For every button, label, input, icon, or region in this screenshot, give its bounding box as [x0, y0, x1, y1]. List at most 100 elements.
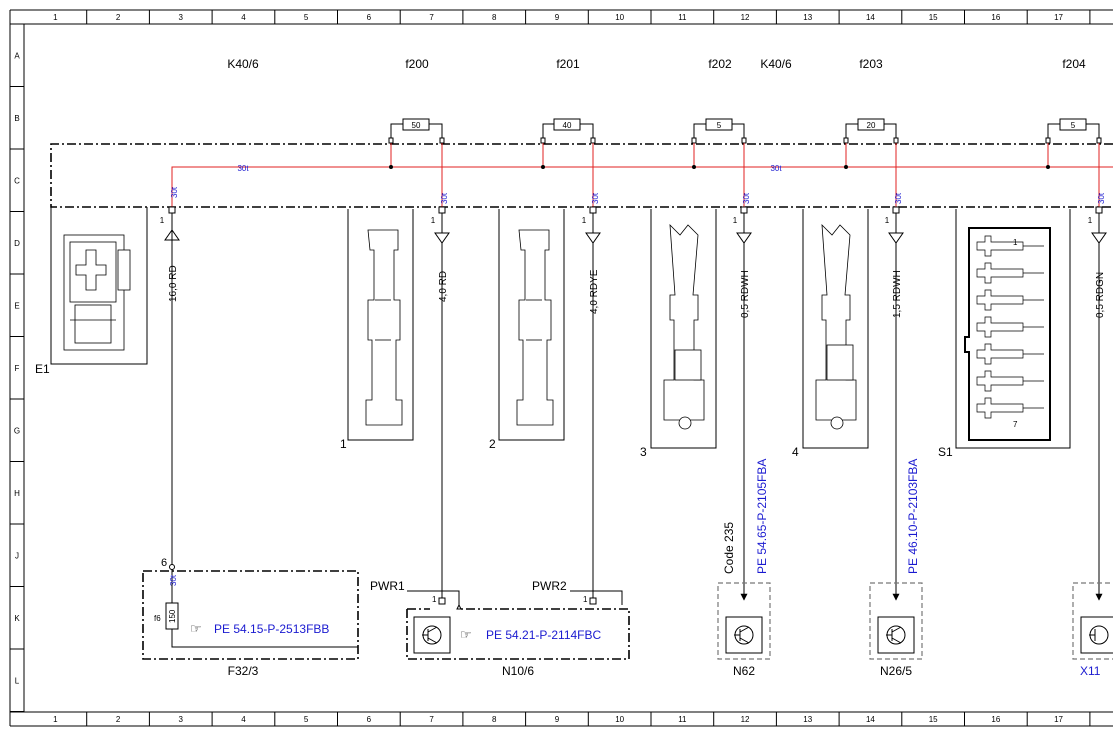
column-number: 9: [555, 13, 560, 22]
column-number: 13: [803, 13, 812, 22]
column-number: 8: [492, 715, 497, 724]
fuse-label-f6: f6: [154, 614, 161, 623]
column-number: 3: [179, 13, 184, 22]
f32-3-enclosure: [142, 570, 359, 660]
fuse-f203: [843, 118, 899, 144]
fuse-f202: [691, 118, 747, 144]
wire-label-conn4: 1,5 RDWH: [892, 270, 903, 318]
column-number: 1: [53, 13, 58, 22]
wire-label-s1: 0,5 RDGN: [1095, 272, 1106, 318]
hand-pointer-icon-n10: ☞: [460, 627, 472, 642]
wire-e1: [164, 213, 180, 565]
bus-label-left: 30t: [237, 164, 249, 173]
column-number: 5: [304, 13, 309, 22]
port-pwr1: PWR1: [370, 579, 405, 593]
column-number: 11: [678, 13, 687, 22]
column-number: 3: [179, 715, 184, 724]
column-number: 7: [429, 13, 434, 22]
label-n10-6: N10/6: [502, 664, 534, 678]
label-conn3: 3: [640, 445, 647, 459]
transistor-icon-n26: [877, 616, 915, 654]
code-235-label: Code 235: [722, 522, 736, 574]
column-number: 17: [1054, 13, 1063, 22]
row-letter: L: [15, 676, 20, 685]
row-letter: K: [14, 614, 20, 623]
row-letter: B: [14, 114, 19, 123]
conn1-frame: [347, 209, 414, 441]
bus-junctions: [389, 165, 1050, 169]
column-number: 4: [241, 13, 246, 22]
row-letter: F: [15, 364, 20, 373]
pin-1-c1: 1: [431, 216, 436, 225]
pin-1-c3: 1: [733, 216, 738, 225]
column-number: 8: [492, 13, 497, 22]
column-number: 11: [678, 715, 687, 724]
conn3-frame: [650, 209, 717, 449]
output-wires: [434, 213, 1107, 601]
s1-pin-cavity: [976, 397, 1024, 419]
row-letter: C: [14, 176, 20, 185]
terminal-30t-4: 30t: [894, 192, 903, 204]
fuse-rating-f200: 50: [412, 121, 421, 130]
column-ticks: 1122334455667788991010111112121313141415…: [53, 10, 1091, 726]
ref-link-f32-3[interactable]: PE 54.15-P-2513FBB: [214, 622, 329, 636]
column-number: 10: [615, 13, 624, 22]
s1-pin-cavity: [976, 343, 1024, 365]
conn2-frame: [498, 209, 565, 441]
label-x11[interactable]: X11: [1080, 664, 1101, 678]
transistor-icon-n62: [725, 616, 763, 654]
column-number: 2: [116, 715, 121, 724]
column-number: 15: [929, 13, 938, 22]
column-number: 6: [367, 13, 372, 22]
column-number: 15: [929, 715, 938, 724]
row-letter: D: [14, 239, 20, 248]
f32-3-internal: [165, 569, 358, 648]
column-number: 6: [367, 715, 372, 724]
hand-pointer-icon: ☞: [190, 621, 202, 636]
column-number: 17: [1054, 715, 1063, 724]
terminal-30t-s1: 30t: [1097, 192, 1106, 204]
pin-1-pwr2: 1: [583, 595, 588, 604]
label-k40-6-left: K40/6: [227, 57, 259, 71]
wire-label-conn3: 0,5 RDWH: [740, 270, 751, 318]
wire-label-conn1: 4,0 RD: [438, 271, 449, 302]
conn4-frame: [802, 209, 869, 449]
e1-frame: [50, 207, 148, 365]
column-number: 16: [991, 13, 1000, 22]
port-pwr2: PWR2: [532, 579, 567, 593]
label-s1: S1: [938, 445, 953, 459]
conn1-terminal-drawing: [365, 229, 403, 426]
bus-30t: [171, 143, 1113, 207]
conn4-terminal-drawing: [815, 223, 857, 430]
s1-pin-cavity: [976, 262, 1024, 284]
pin-1-e1: 1: [160, 216, 165, 225]
bus-label-right: 30t: [770, 164, 782, 173]
n10-6-pwr1-link: [407, 590, 462, 610]
column-number: 9: [555, 715, 560, 724]
x11-enclosure: [1072, 582, 1113, 660]
ref-link-n62[interactable]: PE 54.65-P-2105FBA: [755, 459, 769, 574]
n10-6-pwr2-link: [570, 590, 623, 605]
label-conn1: 1: [340, 437, 347, 451]
label-f201: f201: [556, 57, 580, 71]
ref-link-n26-5[interactable]: PE 46.10-P-2103FBA: [906, 459, 920, 574]
pin-1-c2: 1: [582, 216, 587, 225]
label-conn4: 4: [792, 445, 799, 459]
ref-link-n10-6[interactable]: PE 54.21-P-2114FBC: [486, 628, 602, 642]
conn2-terminal-drawing: [516, 229, 554, 426]
pin-6: 6: [161, 557, 167, 569]
n26-5-enclosure: [869, 582, 923, 660]
terminal-6: [169, 564, 175, 570]
conn3-terminal-drawing: [663, 223, 705, 430]
wire-label-e1: 16,0 RD: [168, 265, 179, 302]
column-number: 1: [53, 715, 58, 724]
column-number: 14: [866, 13, 875, 22]
label-n62: N62: [733, 664, 755, 678]
terminal-30t-2: 30t: [591, 192, 600, 204]
column-number: 7: [429, 715, 434, 724]
label-e1: E1: [35, 362, 50, 376]
column-number: 13: [803, 715, 812, 724]
terminal-30t-f32: 30t: [169, 574, 178, 586]
column-number: 16: [991, 715, 1000, 724]
